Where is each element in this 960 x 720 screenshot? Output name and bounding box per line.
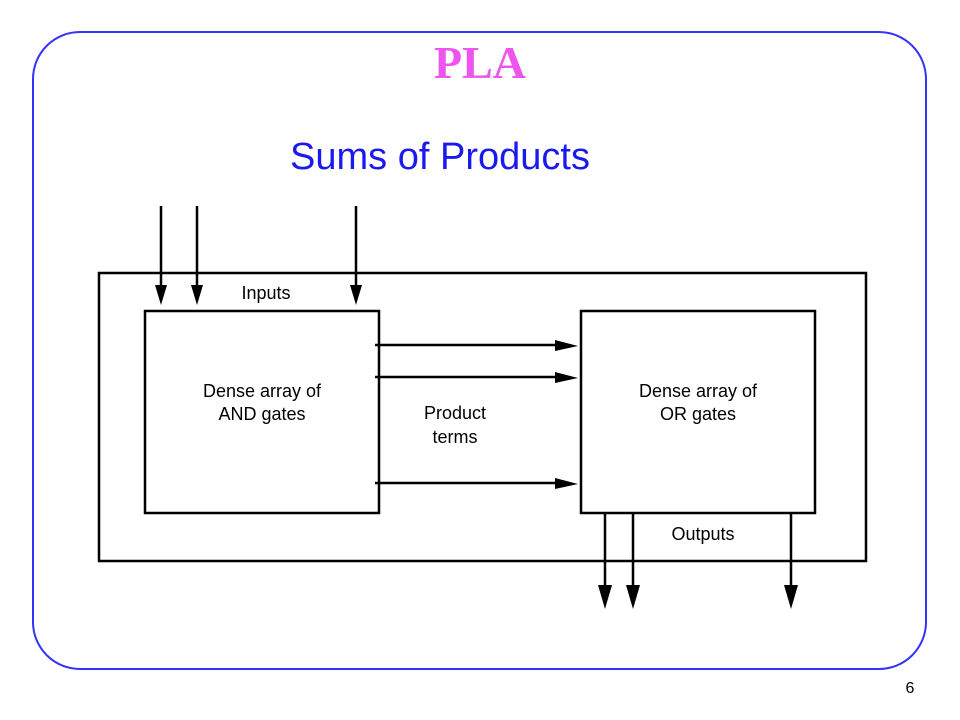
or-block-label-line1: Dense array of [639,381,758,401]
or-block-label-line2: OR gates [660,404,736,424]
and-block-label-line2: AND gates [218,404,305,424]
input-arrows [155,206,362,305]
inputs-label: Inputs [241,283,290,303]
slide-title: PLA [434,37,526,88]
output-arrow-head [598,585,612,609]
outputs-label: Outputs [671,524,734,544]
slide-frame [32,31,927,670]
product-terms-label-line2: terms [433,427,478,447]
input-arrow-head [350,285,362,305]
and-array-block [143,309,381,515]
input-arrow-head [155,285,167,305]
product-term-arrows [375,340,578,489]
product-term-arrow-head [555,372,578,383]
output-arrows [598,513,798,609]
and-block-label-line1: Dense array of [203,381,322,401]
or-array-block [579,309,817,515]
input-arrow-head [191,285,203,305]
output-arrow-head [626,585,640,609]
output-arrow-head [784,585,798,609]
product-terms-label-line1: Product [424,403,486,423]
slide-subtitle: Sums of Products [290,136,590,178]
page-number: 6 [905,680,915,697]
pla-outer-box [97,271,868,563]
product-term-arrow-head [555,340,578,351]
product-term-arrow-head [555,478,578,489]
